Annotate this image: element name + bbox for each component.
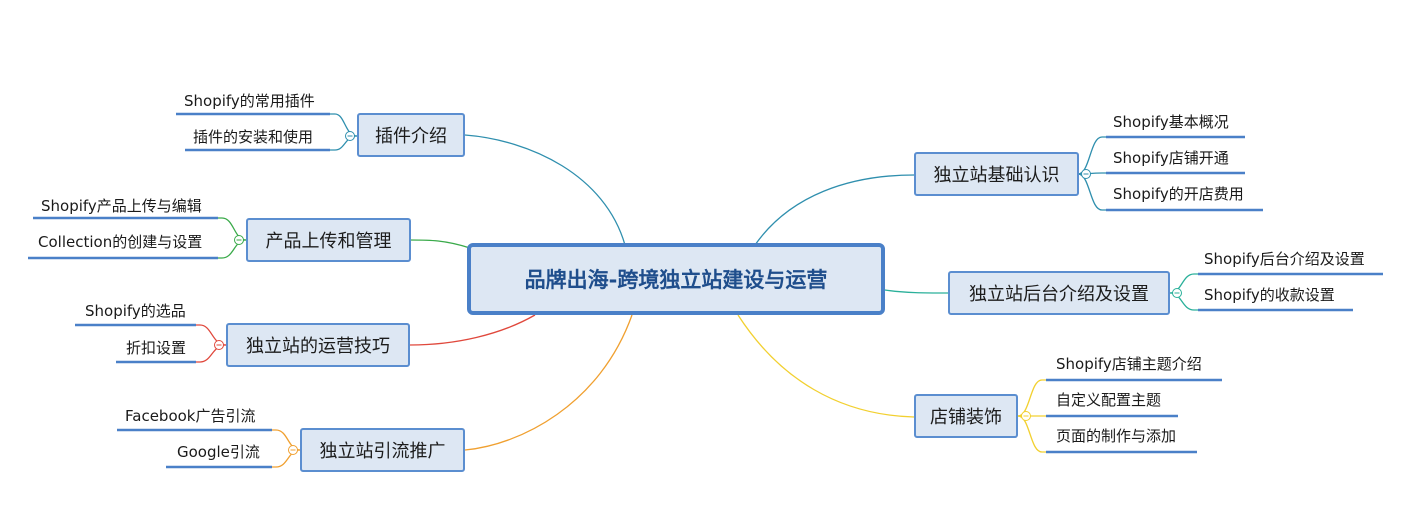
subtopic-admin-settings[interactable]: Shopify后台介绍及设置 <box>1204 250 1365 268</box>
topic-label: 独立站基础认识 <box>933 165 1060 186</box>
subtopic-product-selection[interactable]: Shopify的选品 <box>85 302 186 320</box>
subtopic-google[interactable]: Google引流 <box>177 443 260 461</box>
connector-b7 <box>737 314 915 418</box>
topic-label: 独立站后台介绍及设置 <box>969 284 1149 305</box>
topic-traffic[interactable]: 独立站引流推广 <box>300 428 465 472</box>
connector-b4 <box>464 314 633 451</box>
topic-label: 独立站的运营技巧 <box>246 336 390 357</box>
subtopic-custom-theme[interactable]: 自定义配置主题 <box>1056 391 1162 409</box>
subtopic-page-create[interactable]: 页面的制作与添加 <box>1056 427 1177 445</box>
leaf-underlines <box>28 112 1383 469</box>
collapse-toggle-icon[interactable] <box>345 131 355 141</box>
topic-operations[interactable]: 独立站的运营技巧 <box>226 323 410 367</box>
subtopic-collection[interactable]: Collection的创建与设置 <box>38 233 203 251</box>
root-topic-label: 品牌出海-跨境独立站建设与运营 <box>524 268 828 292</box>
root-topic[interactable]: 品牌出海-跨境独立站建设与运营 <box>467 243 885 315</box>
topic-label: 独立站引流推广 <box>319 441 446 462</box>
collapse-toggle-icon[interactable] <box>1081 169 1091 179</box>
connector-b2 <box>409 239 471 249</box>
connector-b6 <box>884 289 949 294</box>
topic-decoration[interactable]: 店铺装饰 <box>914 394 1018 438</box>
collapse-toggle-icon[interactable] <box>234 235 244 245</box>
topic-label: 店铺装饰 <box>930 407 1002 428</box>
subtopic-common-plugins[interactable]: Shopify的常用插件 <box>184 92 315 110</box>
topic-backend[interactable]: 独立站后台介绍及设置 <box>948 271 1170 315</box>
connector-b3 <box>409 314 536 346</box>
topic-product-upload[interactable]: 产品上传和管理 <box>246 218 411 262</box>
topic-label: 产品上传和管理 <box>265 231 392 252</box>
subtopic-store-open[interactable]: Shopify店铺开通 <box>1113 149 1229 167</box>
subtopic-facebook-ads[interactable]: Facebook广告引流 <box>125 407 256 425</box>
collapse-toggle-icon[interactable] <box>1021 411 1031 421</box>
connector-b1 <box>464 134 626 246</box>
subtopic-store-fee[interactable]: Shopify的开店费用 <box>1113 185 1244 203</box>
topic-basics[interactable]: 独立站基础认识 <box>914 152 1079 196</box>
subtopic-plugin-install[interactable]: 插件的安装和使用 <box>193 128 314 146</box>
subtopic-discount[interactable]: 折扣设置 <box>126 339 187 357</box>
topic-label: 插件介绍 <box>375 126 447 147</box>
connector-b5 <box>754 174 915 246</box>
subtopic-product-edit[interactable]: Shopify产品上传与编辑 <box>41 197 202 215</box>
subtopic-payment-settings[interactable]: Shopify的收款设置 <box>1204 286 1335 304</box>
subtopic-theme-intro[interactable]: Shopify店铺主题介绍 <box>1056 355 1202 373</box>
collapse-toggle-icon[interactable] <box>1172 288 1182 298</box>
collapse-toggle-icon[interactable] <box>214 340 224 350</box>
subtopic-shopify-overview[interactable]: Shopify基本概况 <box>1113 113 1229 131</box>
topic-plugins[interactable]: 插件介绍 <box>357 113 465 157</box>
collapse-toggle-icon[interactable] <box>288 445 298 455</box>
